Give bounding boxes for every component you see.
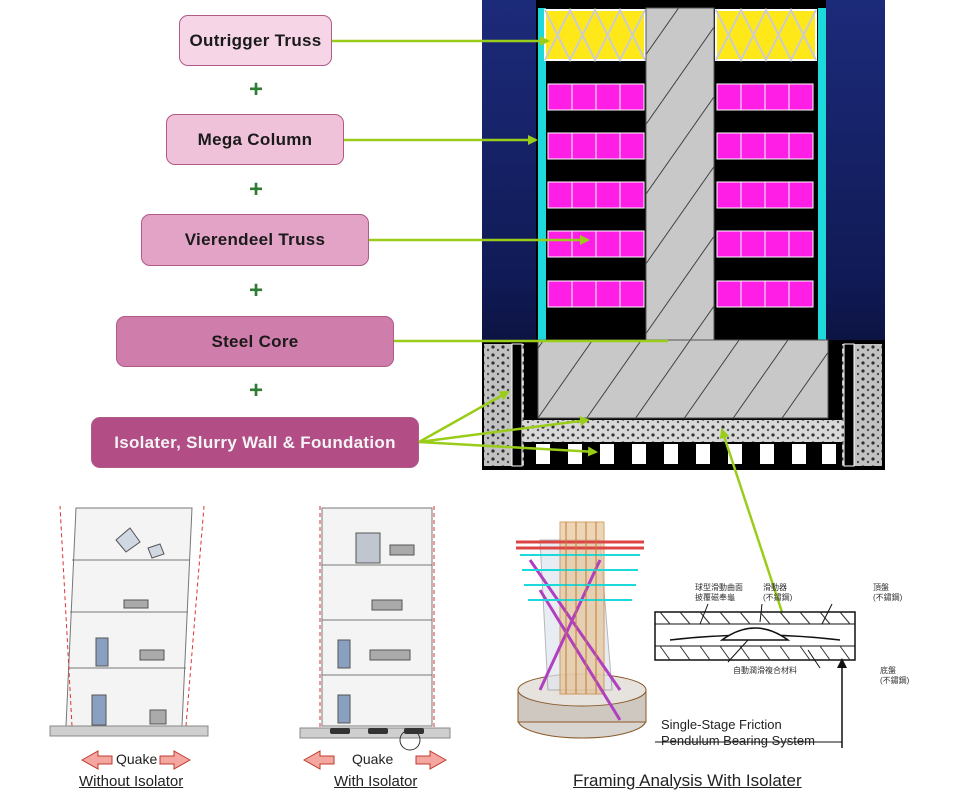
quake-label-with: Quake — [352, 751, 394, 767]
annotation-bottom-plate: 底盤(不鏽鋼) — [880, 666, 910, 685]
annotation-composite: 自動潤滑複合材料 — [733, 666, 797, 675]
quake-label-without: Quake — [116, 751, 158, 767]
foundation-slab — [537, 339, 829, 419]
bearing-cross-section — [654, 603, 856, 748]
mega-column-label: Mega Column — [166, 114, 344, 165]
annotation-sliding-surface: 球型滑動曲面披覆磁奉龜 — [695, 583, 743, 602]
outrigger-truss-right — [715, 7, 817, 63]
foundation-label: Isolater, Slurry Wall & Foundation — [91, 417, 419, 468]
mega-column-right — [818, 8, 826, 340]
quake-arrows-right — [302, 750, 448, 770]
outrigger-truss-text: Outrigger Truss — [189, 30, 322, 50]
foundation-text: Isolater, Slurry Wall & Foundation — [114, 432, 396, 452]
outrigger-truss-label: Outrigger Truss — [179, 15, 332, 66]
vierendeel-floors-right — [716, 83, 814, 308]
caption-without-isolator: Without Isolator — [79, 773, 184, 790]
mega-column-text: Mega Column — [197, 129, 313, 149]
annotation-top-plate: 頂盤(不鏽鋼) — [873, 583, 903, 602]
bearing-name-line1: Single-Stage Friction — [661, 717, 782, 732]
steel-core-text: Steel Core — [211, 331, 299, 351]
building-with-isolator — [299, 506, 451, 751]
floor-panel-dividers — [571, 84, 790, 307]
steel-core — [645, 7, 715, 349]
outrigger-truss-left — [544, 7, 646, 63]
annotation-slider: 滑動器(不鏽鋼) — [763, 583, 793, 602]
isolator-layer — [522, 420, 844, 442]
quake-arrows-left — [80, 750, 192, 770]
mega-column-left — [538, 8, 546, 340]
vierendeel-truss-label: Vierendeel Truss — [141, 214, 369, 266]
plus-icon: + — [248, 377, 263, 404]
pointer-arrows — [332, 36, 784, 613]
framing-analysis-model — [516, 521, 647, 739]
vierendeel-truss-text: Vierendeel Truss — [184, 230, 326, 249]
building-without-isolator — [49, 505, 209, 737]
caption-framing-analysis: Framing Analysis With Isolater — [573, 771, 802, 790]
steel-core-label: Steel Core — [116, 316, 394, 367]
bearing-name-line2: Pendulum Bearing System — [661, 733, 815, 748]
caption-with-isolator: With Isolator — [334, 773, 418, 790]
plus-icon: + — [248, 277, 263, 304]
plus-icon: + — [248, 176, 263, 203]
plus-icon: + — [248, 76, 263, 103]
